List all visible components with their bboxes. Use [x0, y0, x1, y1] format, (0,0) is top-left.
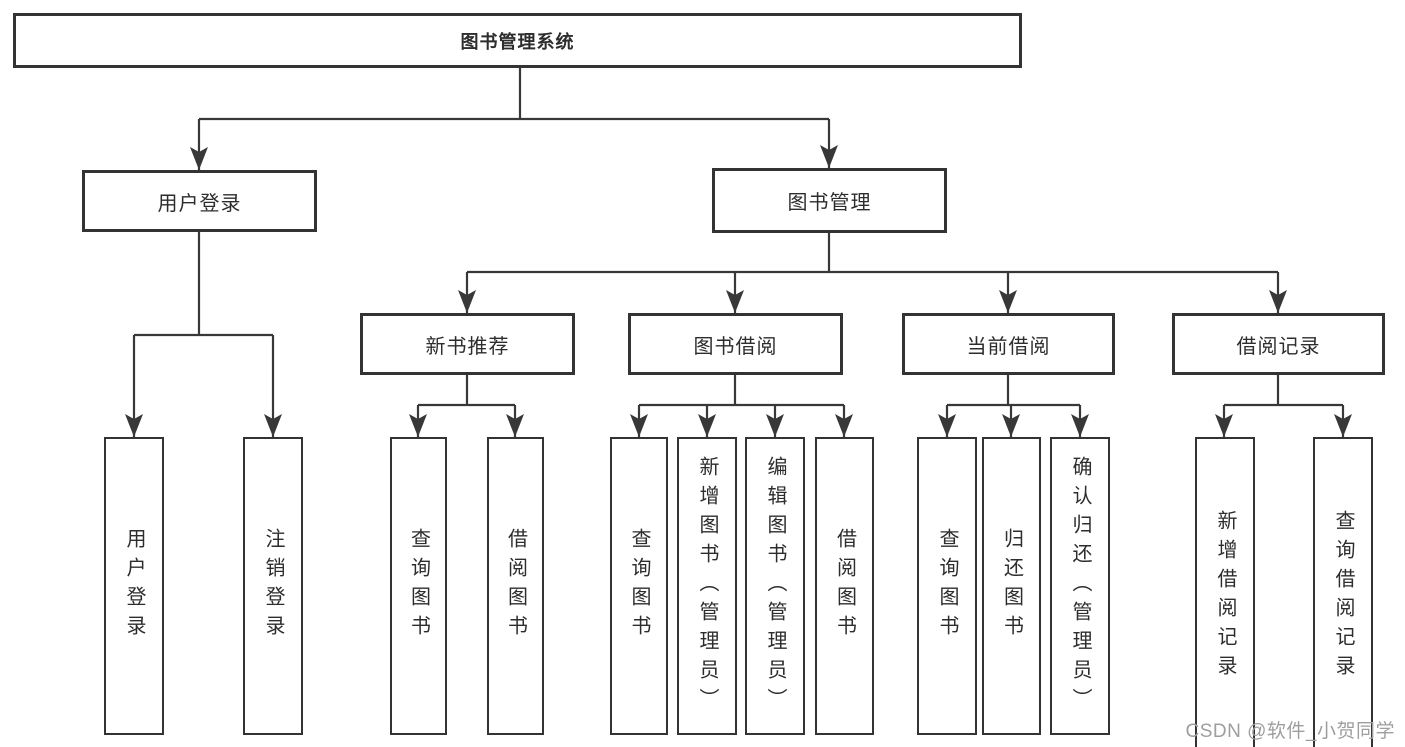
node-label: 借阅图书 — [833, 528, 856, 644]
csdn-watermark: CSDN @软件_小贺同学 — [1185, 721, 1395, 742]
arrowhead-icons — [125, 145, 1352, 437]
node-label: 新增借阅记录 — [1214, 510, 1236, 684]
node-label: 用户登录 — [157, 192, 242, 215]
leaf-edit-books-admin: 编辑图书（管理员） — [745, 437, 805, 735]
node-label: 借阅图书 — [504, 528, 527, 644]
leaf-user-login: 用户登录 — [104, 437, 164, 735]
leaf-borrow-books: 借阅图书 — [815, 437, 874, 735]
leaf-return-books: 归还图书 — [982, 437, 1041, 735]
node-label: 新书推荐 — [425, 335, 510, 358]
node-label: 注销登录 — [262, 528, 284, 644]
leaf-add-borrow-record: 新增借阅记录 — [1195, 437, 1255, 747]
node-book-management-module: 图书管理 — [712, 168, 947, 233]
node-label: 查询图书 — [407, 528, 430, 644]
node-label: 确认归还（管理员） — [1069, 455, 1091, 717]
node-label: 查询图书 — [628, 528, 650, 644]
node-label: 新增图书（管理员） — [696, 455, 718, 717]
leaf-current-query-books: 查询图书 — [917, 437, 977, 735]
node-label: 查询借阅记录 — [1332, 510, 1354, 684]
node-label: 图书管理系统 — [460, 31, 575, 52]
leaf-recommend-query-books: 查询图书 — [390, 437, 447, 735]
node-borrowing-records: 借阅记录 — [1172, 313, 1385, 375]
node-label: 查询图书 — [936, 528, 958, 644]
node-label: 编辑图书（管理员） — [764, 455, 786, 717]
node-current-borrowing: 当前借阅 — [902, 313, 1115, 375]
leaf-recommend-borrow-books: 借阅图书 — [487, 437, 544, 735]
node-label: 借阅记录 — [1236, 335, 1321, 358]
node-root-system: 图书管理系统 — [13, 13, 1022, 68]
leaf-confirm-return-admin: 确认归还（管理员） — [1050, 437, 1110, 735]
node-user-login-module: 用户登录 — [82, 170, 317, 232]
leaf-borrowing-query-books: 查询图书 — [610, 437, 668, 735]
node-label: 图书管理 — [787, 192, 872, 214]
node-book-borrowing: 图书借阅 — [628, 313, 843, 375]
leaf-add-books-admin: 新增图书（管理员） — [677, 437, 737, 735]
node-label: 图书借阅 — [693, 335, 778, 358]
node-label: 当前借阅 — [966, 335, 1051, 358]
node-label: 归还图书 — [1000, 528, 1023, 644]
node-new-book-recommend: 新书推荐 — [360, 313, 575, 375]
leaf-query-borrow-record: 查询借阅记录 — [1313, 437, 1373, 747]
leaf-logout: 注销登录 — [243, 437, 303, 735]
node-label: 用户登录 — [123, 528, 145, 644]
